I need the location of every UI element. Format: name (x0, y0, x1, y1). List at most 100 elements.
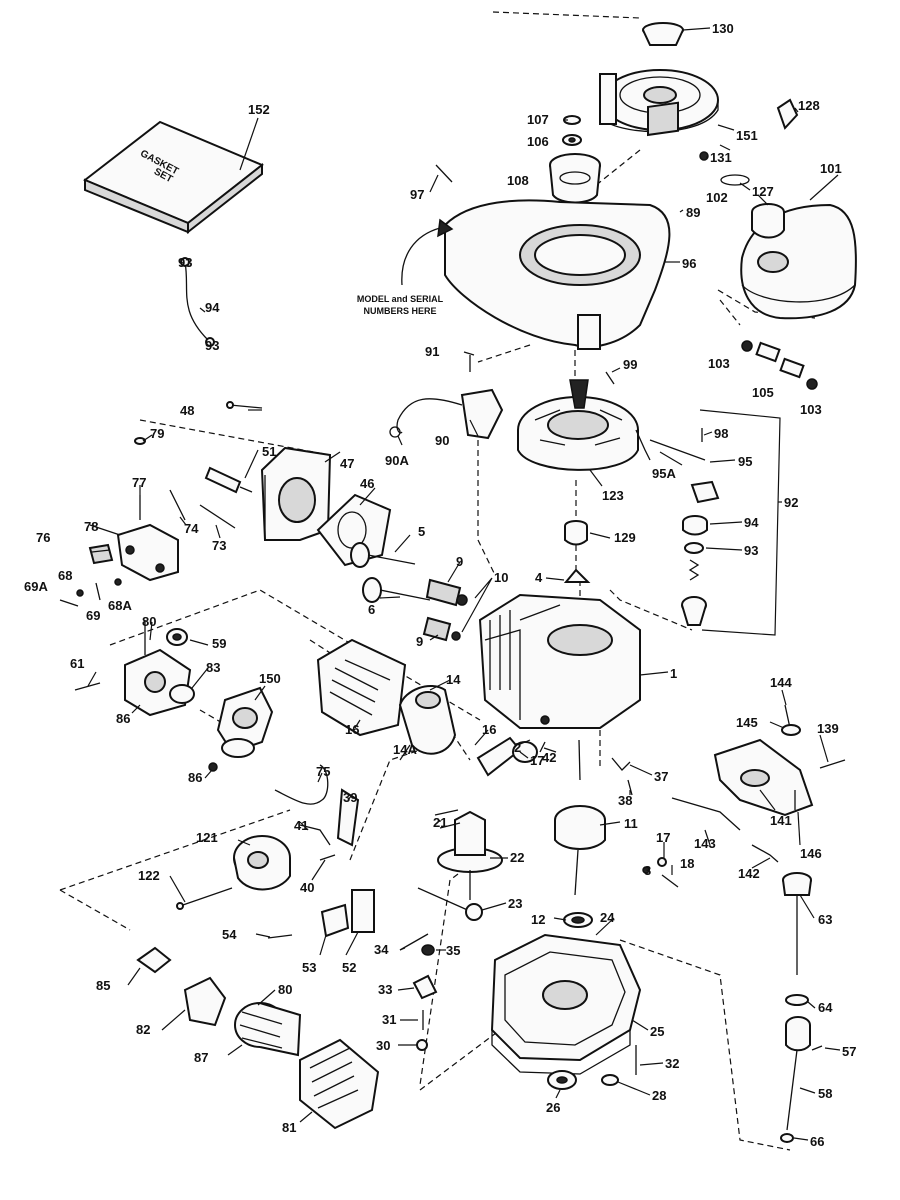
spring-142 (751, 844, 779, 863)
screw-18 (661, 874, 679, 888)
callout-97: 97 (410, 187, 424, 202)
governor-33 (412, 974, 438, 1000)
screw-68A (114, 578, 122, 586)
callout-3: 3 (644, 863, 651, 878)
callout-38: 38 (618, 793, 632, 808)
callout-94-mid: 94 (744, 515, 759, 530)
callout-105: 105 (752, 385, 774, 400)
callout-127: 127 (752, 184, 774, 199)
callout-54: 54 (222, 927, 237, 942)
screw-97 (435, 164, 453, 183)
lever-95 (649, 439, 720, 504)
seal-93 (684, 542, 704, 554)
seal-66 (780, 1133, 794, 1143)
screw-61 (74, 682, 101, 691)
callout-95A: 95A (652, 466, 676, 481)
plug-28 (601, 1074, 619, 1086)
screw-68 (76, 589, 84, 597)
callout-107: 107 (527, 112, 549, 127)
muffler-14A (398, 685, 457, 755)
callout-77: 77 (132, 475, 146, 490)
lever-39 (336, 788, 360, 847)
spring-9b (422, 616, 461, 642)
filter-87 (234, 1002, 302, 1057)
grill-16 (316, 638, 407, 737)
arrow-to-housing (401, 218, 454, 286)
callout-41: 41 (294, 818, 308, 833)
callout-34: 34 (374, 942, 389, 957)
callout-37: 37 (654, 769, 668, 784)
callout-103-a: 103 (708, 356, 730, 371)
ring-64 (785, 994, 809, 1006)
callout-9-b: 9 (416, 634, 423, 649)
wire-94 (180, 257, 215, 347)
screw-73 (199, 504, 236, 529)
bracket-92 (699, 409, 781, 636)
callout-89: 89 (686, 205, 700, 220)
tappet-23 (417, 887, 483, 921)
fuel-cap-102 (751, 203, 785, 239)
callout-98: 98 (714, 426, 728, 441)
clamp-103b (806, 378, 818, 390)
starter-cap-130 (642, 22, 684, 46)
callout-30: 30 (376, 1038, 390, 1053)
callout-96: 96 (682, 256, 696, 271)
callout-90: 90 (435, 433, 449, 448)
callout-58: 58 (818, 1086, 832, 1101)
spring-145 (781, 724, 801, 736)
screw-139 (819, 759, 846, 769)
callout-14: 14 (446, 672, 461, 687)
clip-37 (611, 757, 631, 771)
callout-16-a: 16 (345, 722, 359, 737)
screw-107 (563, 115, 581, 125)
callout-32: 32 (665, 1056, 679, 1071)
callout-122: 122 (138, 868, 160, 883)
valve-5 (350, 542, 416, 568)
callout-82: 82 (136, 1022, 150, 1037)
key-4 (563, 568, 591, 583)
callout-11: 11 (624, 816, 638, 831)
callout-47: 47 (340, 456, 354, 471)
valve-6 (362, 577, 431, 603)
callout-31: 31 (382, 1012, 396, 1027)
model-serial-note-line-2: NUMBERS HERE (363, 306, 436, 316)
washer-106 (562, 134, 582, 146)
callout-128: 128 (798, 98, 820, 113)
cylinder-block-1 (478, 593, 641, 729)
callout-142: 142 (738, 866, 760, 881)
clip-128 (776, 98, 799, 130)
callout-53: 53 (302, 960, 316, 975)
flywheel-123 (517, 379, 639, 471)
plate-52 (351, 889, 375, 933)
clamp-103a (741, 340, 753, 352)
callout-18: 18 (680, 856, 694, 871)
washer-17b (657, 857, 667, 867)
callout-52: 52 (342, 960, 356, 975)
screw-131 (699, 151, 709, 161)
callout-64: 64 (818, 1000, 833, 1015)
cable-143 (671, 797, 741, 831)
callout-25: 25 (650, 1024, 664, 1039)
callout-146: 146 (800, 846, 822, 861)
callout-99: 99 (623, 357, 637, 372)
callout-35: 35 (446, 943, 460, 958)
callout-73: 73 (212, 538, 226, 553)
callout-2: 2 (514, 740, 521, 755)
callout-10: 10 (494, 570, 508, 585)
callout-141: 141 (770, 813, 792, 828)
gear-35 (421, 944, 435, 956)
prefilter-81 (299, 1038, 380, 1130)
callout-78: 78 (84, 519, 98, 534)
callout-68A: 68A (108, 598, 132, 613)
callout-16-b: 16 (482, 722, 496, 737)
callout-26: 26 (546, 1100, 560, 1115)
callout-69: 69 (86, 608, 100, 623)
callout-92: 92 (784, 495, 798, 510)
callout-130: 130 (712, 21, 734, 36)
tube-58 (785, 1016, 811, 1131)
screw-42 (539, 741, 546, 753)
callout-17-b: 17 (656, 830, 670, 845)
ignition-module-90 (389, 388, 504, 440)
connecting-rod-17 (476, 736, 538, 777)
screw-122 (176, 887, 233, 910)
